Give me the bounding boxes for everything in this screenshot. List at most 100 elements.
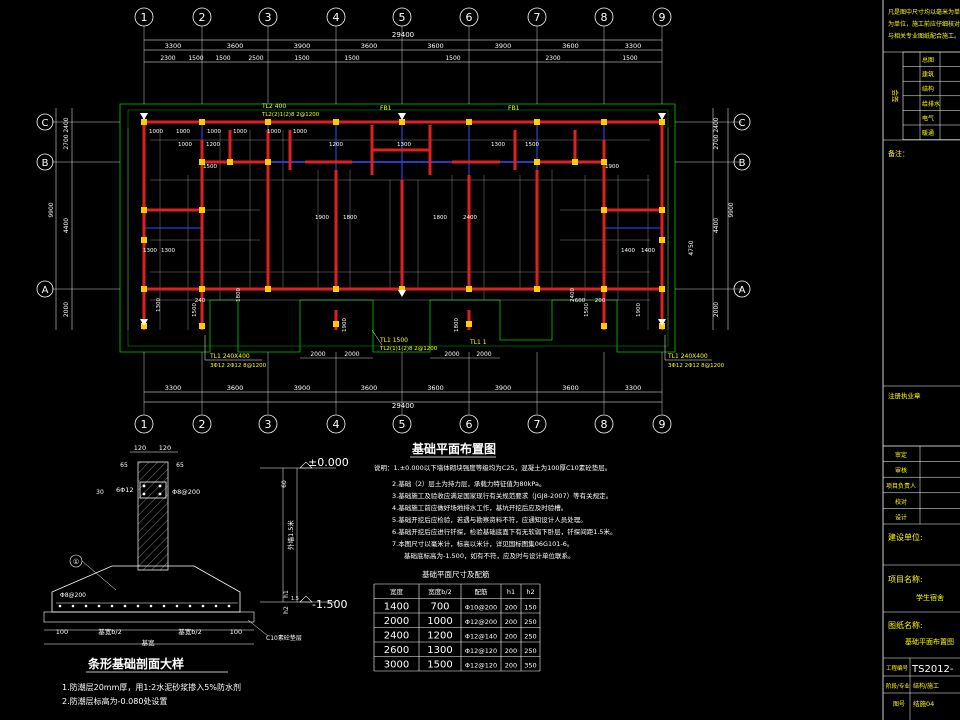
axis-number-bottom: 5 — [399, 418, 406, 431]
dim-top-main: 3300 — [165, 42, 182, 50]
sec-h2: h2 — [283, 606, 290, 614]
dim-top-main: 3600 — [427, 42, 444, 50]
footing-width-label: 240 — [195, 298, 206, 304]
dim-top-sub: 2300 — [160, 55, 175, 62]
dim-bottom-sub: 2000 — [476, 351, 491, 358]
sec-bottom-bars: Φ8@200 — [60, 592, 86, 599]
bottom-rebar — [201, 604, 205, 608]
column — [399, 119, 405, 125]
tb-role: 审核 — [895, 467, 907, 475]
axis-bubble-bottom — [652, 414, 672, 434]
sec-elev-tiny: 1.5 — [291, 596, 299, 602]
footing-width-label-vertical: 1800 — [454, 318, 460, 332]
table-cell: 2600 — [384, 645, 409, 656]
column — [227, 159, 233, 165]
column — [199, 159, 205, 165]
tb-sign-side: 会签 — [891, 90, 900, 104]
dim-right-span: 4400 — [713, 218, 720, 233]
table-cell: 1300 — [427, 645, 452, 656]
column — [534, 119, 540, 125]
column — [399, 286, 405, 292]
axis-bubble-bottom — [527, 414, 547, 434]
table-cell: 250 — [524, 618, 536, 626]
sec-dim-top: 120 — [134, 444, 146, 452]
footing-width-label-vertical: 1900 — [342, 318, 348, 332]
column — [265, 119, 271, 125]
axis-number-bottom: 3 — [265, 418, 272, 431]
axis-number-top: 8 — [601, 11, 608, 24]
elev-symbol — [299, 461, 313, 469]
table-header: 宽度 — [390, 587, 404, 596]
dim-top-main: 3600 — [227, 42, 244, 50]
tb-header-note: 凡是图中尺寸均以毫米为单位，标高以米 — [888, 8, 960, 16]
tb-drawing-name: 基础平面布置图 — [905, 637, 954, 646]
dim-top-total: 29400 — [392, 31, 414, 39]
bottom-rebar — [84, 604, 88, 608]
table-cell: 250 — [524, 633, 536, 641]
table-cell: 2000 — [384, 616, 409, 627]
sec-half-width: 基宽b/2 — [98, 627, 121, 636]
dim-left-span: 2400 — [63, 117, 70, 132]
table-cell: 1500 — [427, 660, 452, 671]
dim-top-sub: 1500 — [294, 55, 309, 62]
dim-right-span: 2000 — [713, 302, 720, 317]
ground-beam — [139, 481, 167, 499]
beam-mark: FB1 — [508, 105, 520, 112]
rebar-dot — [158, 484, 162, 488]
sec-bars-left: 6Φ12 — [116, 486, 134, 494]
beam-label-top: TL2 400 — [261, 103, 286, 110]
note-line: 3.基础施工及验收应满足国家现行有关规范要求（JGJ8-2007）等有关规定。 — [392, 491, 612, 500]
dim-top-sub: 1500 — [188, 55, 203, 62]
footing-width-label: 1900 — [605, 164, 619, 170]
axis-letter-right: B — [739, 158, 746, 169]
sec-height-label: 外墙1.5米 — [286, 520, 295, 550]
dim-left-span: 4400 — [63, 218, 70, 233]
beam-label-bl: TL1 240X400 — [209, 353, 250, 360]
dim-bottom-sub: 2000 — [444, 351, 459, 358]
table-header: 配筋 — [475, 587, 489, 596]
column — [572, 159, 578, 165]
sec-marker: ① — [73, 558, 79, 566]
dim-bottom-main: 3600 — [361, 384, 378, 392]
tb-remarks: 备注： — [888, 149, 909, 158]
column — [659, 286, 665, 292]
dim-left-span: 2700 — [63, 134, 70, 149]
brick-wall — [137, 461, 169, 571]
table-header: h2 — [526, 588, 534, 596]
footing-width-label: 1300 — [143, 248, 157, 254]
dim-right-span: 2400 — [713, 117, 720, 132]
elevation-marker — [658, 319, 666, 326]
axis-bubble-right — [733, 280, 751, 298]
footing-width-label: 2400 — [463, 215, 477, 221]
axis-number-top: 4 — [333, 11, 340, 24]
sec-dim-top: 120 — [159, 444, 171, 452]
dim-top-sub: 1500 — [344, 55, 359, 62]
footing-width-label-vertical: 1900 — [636, 303, 642, 317]
table-cell: 150 — [524, 604, 536, 612]
tb-role: 设计 — [895, 513, 907, 521]
axis-bubble-top — [594, 7, 614, 27]
general-notes: 基础平面布置图说明：1.±0.000以下墙体砌块强度等级均为C25，混凝土为10… — [374, 441, 617, 560]
table-cell: Φ12@200 — [465, 618, 497, 626]
column — [141, 119, 147, 125]
tb-sign-row: 电气 — [922, 114, 934, 122]
note-line: 基础底标高为-1.500，如有不符，应及时与设计单位联系。 — [404, 551, 574, 560]
column — [141, 207, 147, 213]
note-line: 4.基础施工前应做好场地排水工作，基坑开挖后应及时验槽。 — [392, 503, 567, 512]
tb-sign-row: 给排水 — [922, 100, 940, 108]
axis-number-top: 2 — [199, 11, 206, 24]
footing-width-label: 1300 — [491, 142, 505, 148]
dim-right-extra: 4750 — [688, 240, 695, 255]
axis-number-top: 5 — [399, 11, 406, 24]
axis-bubble-top — [326, 7, 346, 27]
tb-stage: 结构/施工 — [913, 682, 939, 690]
axis-number-top: 7 — [534, 11, 541, 24]
elev-symbol — [299, 595, 313, 603]
axis-bubble-left — [36, 280, 54, 298]
sec-stirrup: Φ8@200 — [172, 488, 200, 496]
bottom-rebar — [188, 604, 192, 608]
dim-top-main: 3900 — [495, 42, 512, 50]
column — [333, 286, 339, 292]
table-cell: 1200 — [427, 631, 452, 642]
